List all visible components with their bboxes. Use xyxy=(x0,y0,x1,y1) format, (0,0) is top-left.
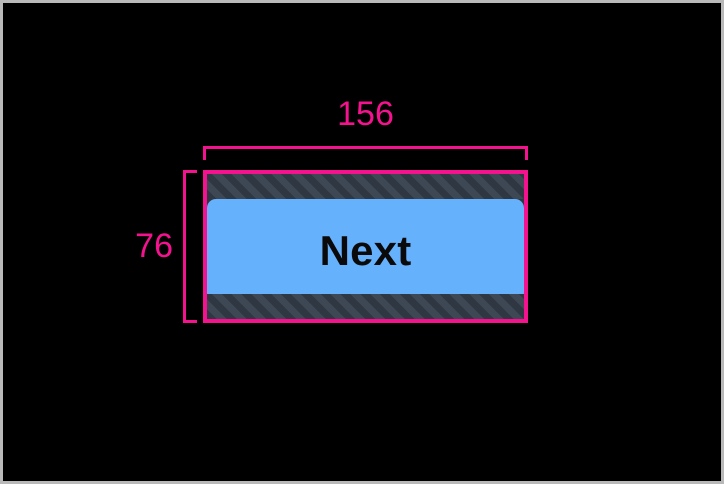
height-dimension-label: 76 xyxy=(135,227,173,265)
width-caliper-bracket xyxy=(203,146,528,160)
padding-hatch-top xyxy=(207,174,524,199)
width-dimension-label: 156 xyxy=(337,95,394,133)
height-caliper-bracket xyxy=(183,170,197,323)
element-bounding-box: Next xyxy=(203,170,528,323)
next-button[interactable]: Next xyxy=(207,199,524,302)
padding-hatch-bottom xyxy=(207,294,524,319)
